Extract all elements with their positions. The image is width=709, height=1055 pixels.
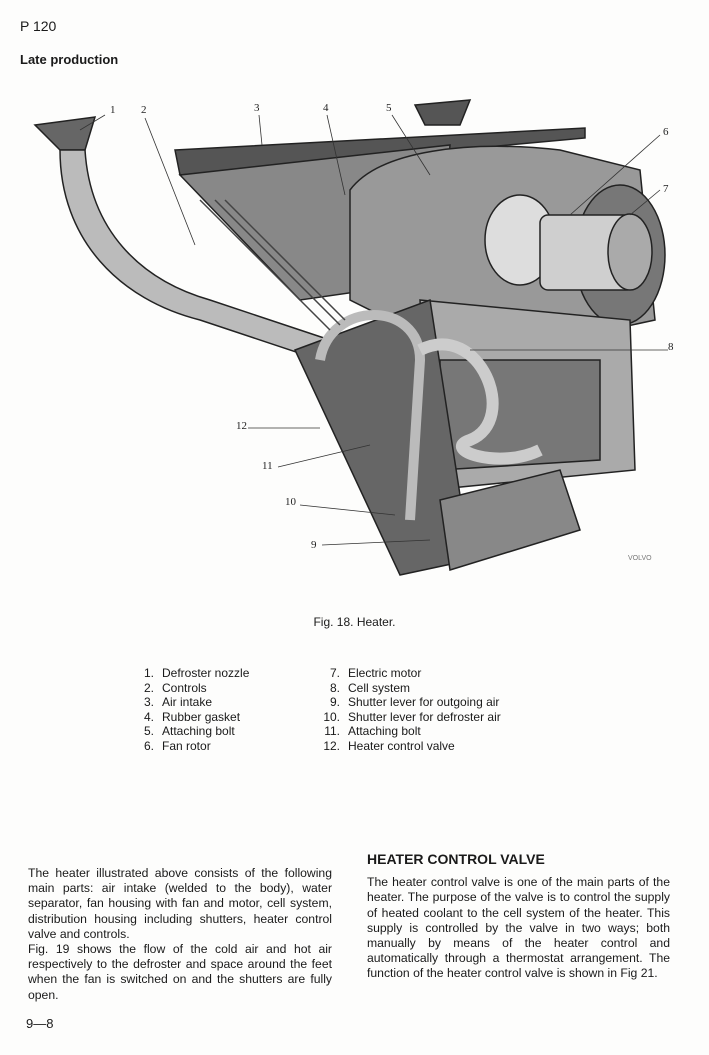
- legend-item: 3.Air intake: [143, 695, 213, 710]
- legend-item: 4.Rubber gasket: [143, 709, 241, 724]
- callout-7: 7: [663, 183, 669, 195]
- paragraph: Fig. 19 shows the flow of the cold air a…: [28, 942, 332, 1002]
- callout-9: 9: [311, 539, 317, 551]
- legend-item: 11.Attaching bolt: [324, 724, 421, 739]
- page-number: 9—8: [26, 1016, 54, 1031]
- legend-right: 7.Electric motor 8.Cell system 9.Shutter…: [316, 666, 501, 754]
- legend-item: 2.Controls: [143, 680, 207, 695]
- legend-item: 5.Attaching bolt: [143, 724, 235, 739]
- legend-item: 10.Shutter lever for defroster air: [323, 709, 501, 724]
- callout-numbers: 1 2 3 4 5 6 7 8 9 10 11 12 VOLVO: [110, 102, 674, 562]
- legend-left: 1.Defroster nozzle 2.Controls 3.Air inta…: [130, 666, 249, 754]
- section-heading: HEATER CONTROL VALVE: [367, 851, 545, 867]
- callout-12: 12: [236, 420, 247, 432]
- callout-5: 5: [386, 102, 392, 114]
- page-code: P 120: [20, 18, 57, 34]
- legend-item: 1.Defroster nozzle: [143, 666, 250, 680]
- callout-4: 4: [323, 102, 329, 114]
- callout-11: 11: [262, 460, 273, 472]
- volvo-stamp: VOLVO: [628, 555, 652, 562]
- legend-item: 6.Fan rotor: [143, 738, 211, 753]
- paragraph: The heater control valve is one of the m…: [367, 875, 670, 981]
- callout-2: 2: [141, 104, 147, 116]
- heater-illustration: 1 2 3 4 5 6 7 8 9 10 11 12 VOLVO: [33, 99, 674, 576]
- callout-lines: [79, 114, 668, 546]
- legend-item: 8.Cell system: [329, 680, 411, 695]
- section-subtitle: Late production: [20, 52, 119, 67]
- body-right-column: HEATER CONTROL VALVE The heater control …: [367, 851, 670, 982]
- figure-caption: Fig. 18. Heater.: [313, 615, 396, 629]
- callout-8: 8: [668, 341, 674, 353]
- callout-6: 6: [663, 126, 669, 138]
- callout-10: 10: [285, 496, 297, 508]
- legend-item: 9.Shutter lever for outgoing air: [329, 695, 500, 710]
- body-left-column: The heater illustrated above consists of…: [28, 866, 332, 1003]
- legend-item: 12.Heater control valve: [323, 738, 455, 753]
- paragraph: The heater illustrated above consists of…: [28, 866, 332, 941]
- heater-drawing: [33, 99, 666, 576]
- callout-1: 1: [110, 104, 116, 116]
- legend-item: 7.Electric motor: [329, 666, 422, 680]
- callout-3: 3: [254, 102, 260, 114]
